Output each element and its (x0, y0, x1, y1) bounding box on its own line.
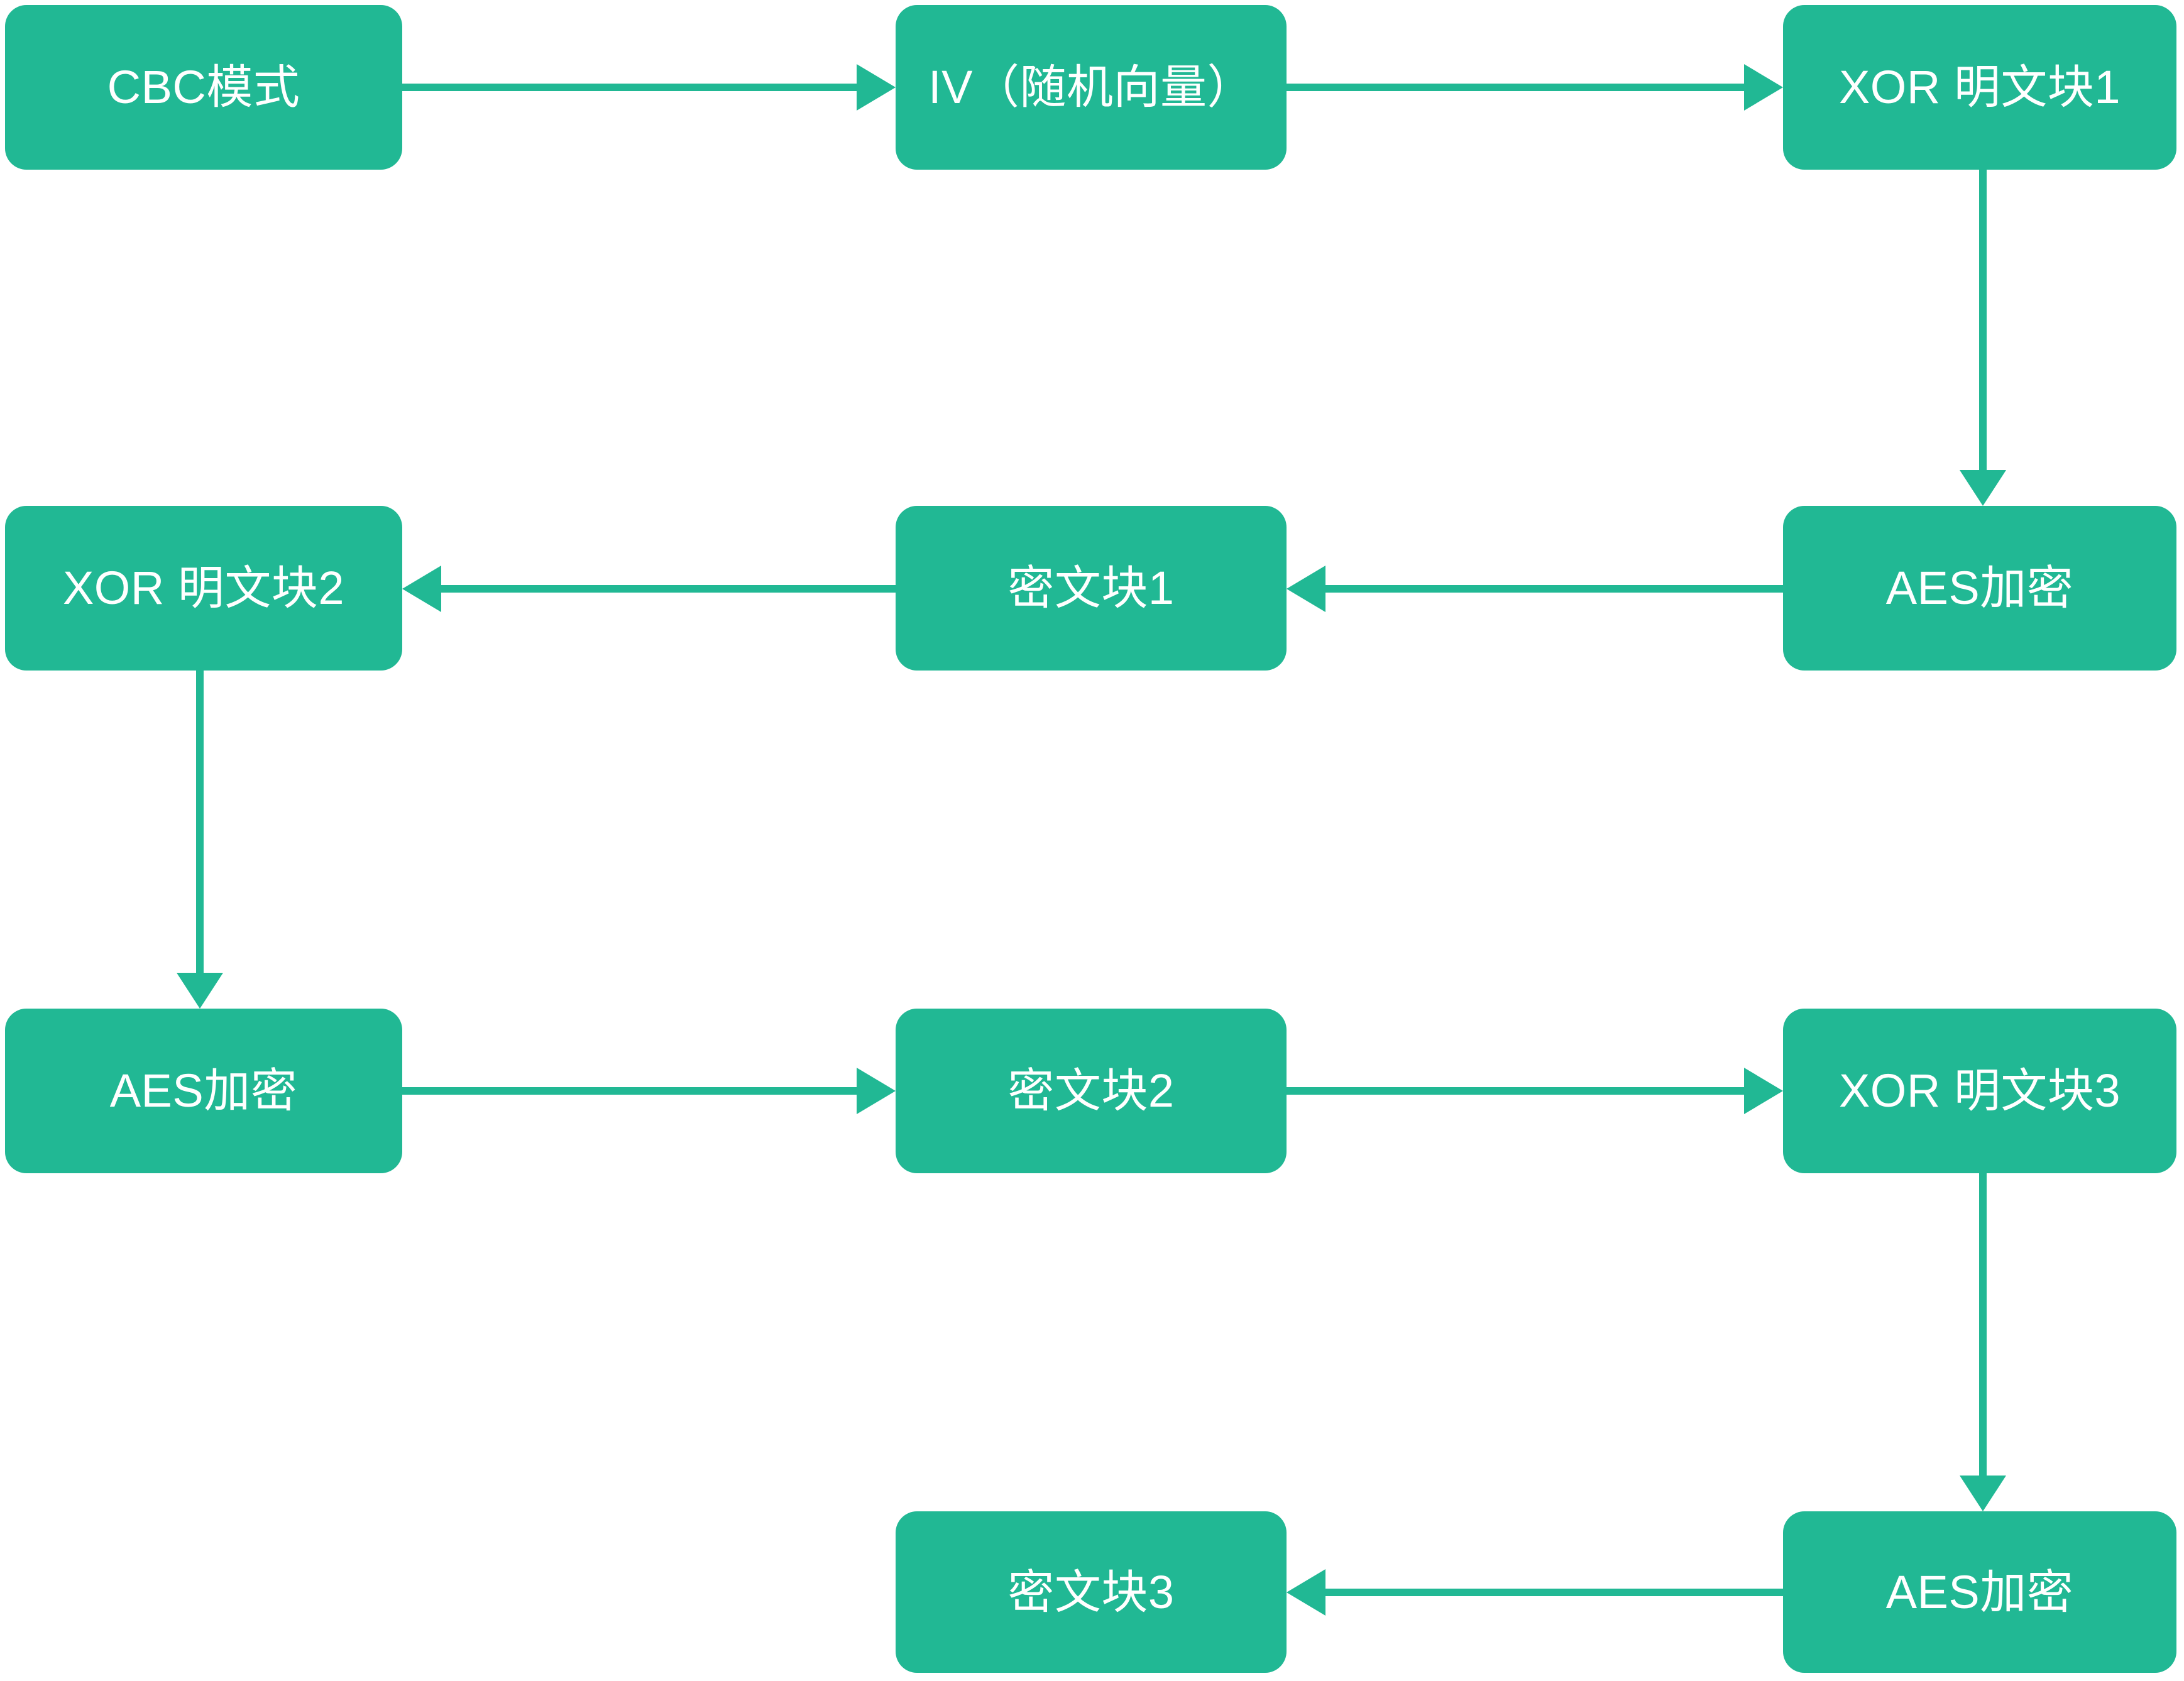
node-aes-2[interactable]: AES加密 (5, 1009, 402, 1173)
edge-xor-plain-2-to-aes-2 (177, 671, 223, 1009)
node-label: AES加密 (109, 1065, 298, 1117)
node-label: XOR 明文块2 (62, 562, 345, 615)
edge-aes-2-to-cipher-2 (402, 1068, 896, 1114)
edge-cipher-2-to-xor-plain-3 (1287, 1068, 1783, 1114)
edge-aes-1-to-cipher-1 (1287, 566, 1783, 612)
node-label: XOR 明文块1 (1838, 61, 2121, 114)
node-iv[interactable]: IV（随机向量） (896, 5, 1287, 170)
edge-xor-plain-3-to-aes-3 (1960, 1173, 2006, 1511)
node-label: 密文块1 (1007, 562, 1175, 615)
node-xor-plain-2[interactable]: XOR 明文块2 (5, 506, 402, 671)
edge-xor-plain-1-to-aes-1 (1960, 170, 2006, 506)
node-cipher-2[interactable]: 密文块2 (896, 1009, 1287, 1173)
edge-iv-to-xor-plain-1 (1287, 64, 1783, 111)
node-xor-plain-3[interactable]: XOR 明文块3 (1783, 1009, 2176, 1173)
node-label: AES加密 (1885, 562, 2074, 615)
node-label: IV（随机向量） (928, 61, 1254, 114)
node-aes-1[interactable]: AES加密 (1783, 506, 2176, 671)
node-label: XOR 明文块3 (1838, 1065, 2121, 1117)
node-aes-3[interactable]: AES加密 (1783, 1511, 2176, 1673)
node-cipher-3[interactable]: 密文块3 (896, 1511, 1287, 1673)
edge-cbc-mode-to-iv (402, 64, 896, 111)
node-label: 密文块3 (1007, 1565, 1175, 1618)
node-xor-plain-1[interactable]: XOR 明文块1 (1783, 5, 2176, 170)
node-cipher-1[interactable]: 密文块1 (896, 506, 1287, 671)
edge-cipher-1-to-xor-plain-2 (402, 566, 896, 612)
node-cbc-mode[interactable]: CBC模式 (5, 5, 402, 170)
node-label: 密文块2 (1007, 1065, 1175, 1117)
edge-aes-3-to-cipher-3 (1287, 1569, 1783, 1616)
node-label: AES加密 (1885, 1565, 2074, 1618)
node-label: CBC模式 (107, 61, 300, 114)
